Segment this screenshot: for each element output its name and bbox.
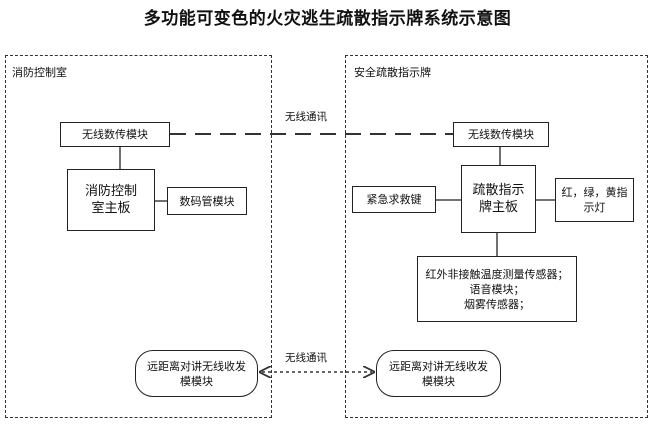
wireless-label-bottom: 无线通讯 xyxy=(283,350,329,365)
sign-region xyxy=(345,55,648,418)
intercom-module-right: 远距离对讲无线收发 模模块 xyxy=(376,350,501,397)
wireless-module-left: 无线数传模块 xyxy=(60,122,170,147)
indicator-light: 红，绿，黄指 示灯 xyxy=(555,178,634,222)
control-room-board: 消防控制 室主板 xyxy=(67,169,155,231)
digit-tube-module-label: 数码管模块 xyxy=(179,194,235,208)
sensor-module-label: 红外非接触温度测量传感器； 语音模块； 烟雾传感器； xyxy=(425,267,569,311)
control-room-label: 消防控制室 xyxy=(10,64,69,80)
intercom-module-left: 远距离对讲无线收发 模模块 xyxy=(135,350,258,397)
emergency-key: 紧急求救键 xyxy=(352,186,436,213)
control-room-region xyxy=(5,55,272,418)
intercom-module-right-label: 远距离对讲无线收发 模模块 xyxy=(389,359,488,388)
sensor-module: 红外非接触温度测量传感器； 语音模块； 烟雾传感器； xyxy=(417,256,577,322)
indicator-light-label: 红，绿，黄指 示灯 xyxy=(561,186,628,214)
wireless-module-right: 无线数传模块 xyxy=(453,122,549,147)
diagram-title: 多功能可变色的火灾逃生疏散指示牌系统示意图 xyxy=(143,9,512,29)
wireless-label-top: 无线通讯 xyxy=(283,109,329,124)
intercom-module-left-label: 远距离对讲无线收发 模模块 xyxy=(147,359,246,388)
wireless-module-right-label: 无线数传模块 xyxy=(468,128,534,141)
digit-tube-module: 数码管模块 xyxy=(167,187,247,215)
sign-board: 疏散指示 牌主板 xyxy=(461,165,536,233)
emergency-key-label: 紧急求救键 xyxy=(366,193,422,206)
sign-region-label: 安全疏散指示牌 xyxy=(352,64,433,80)
wireless-module-left-label: 无线数传模块 xyxy=(82,128,148,141)
control-room-board-label: 消防控制 室主板 xyxy=(84,184,137,216)
sign-board-label: 疏散指示 牌主板 xyxy=(472,183,525,215)
